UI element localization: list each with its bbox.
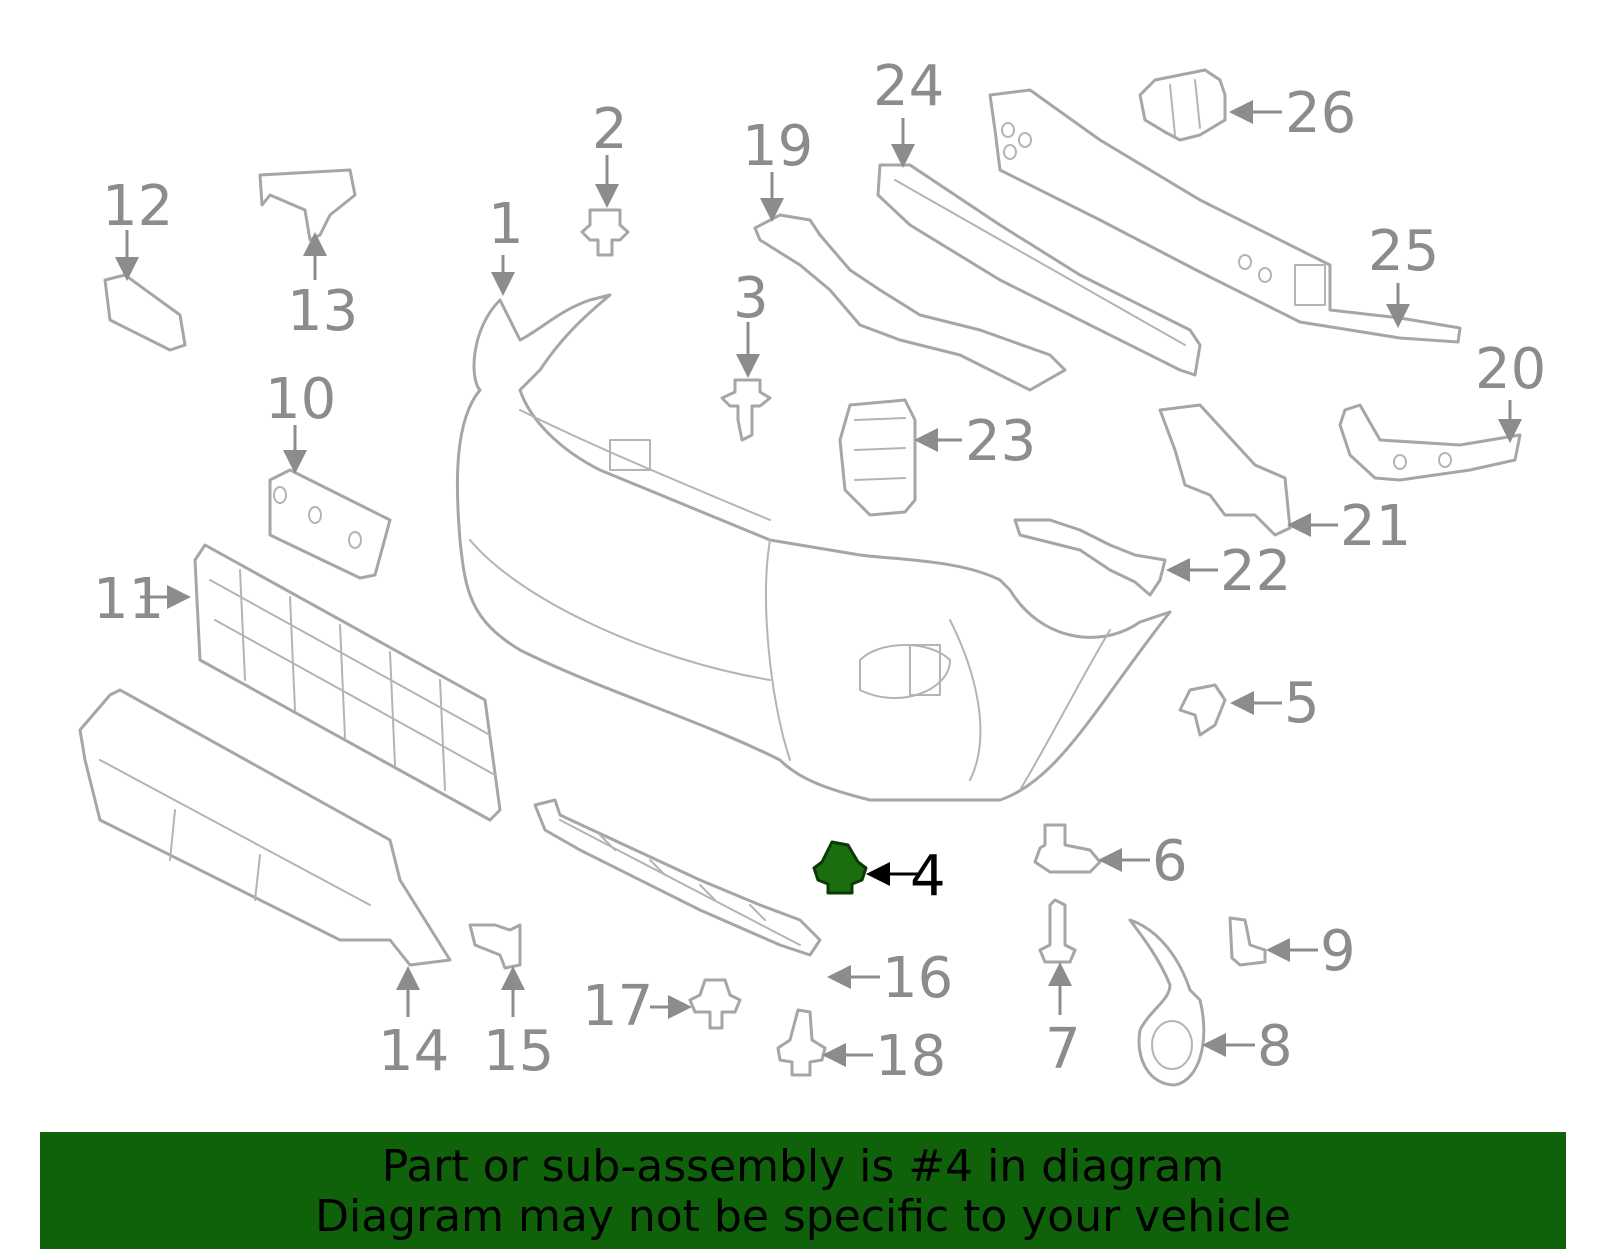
callout-2: 2 <box>592 97 628 162</box>
part-11-grille[interactable] <box>193 543 502 822</box>
callout-23: 23 <box>965 409 1036 474</box>
banner-line-2: Diagram may not be specific to your vehi… <box>315 1191 1291 1242</box>
part-12-cover[interactable] <box>103 273 187 352</box>
part-16-lower-panel[interactable] <box>533 798 822 957</box>
part-3-clip[interactable] <box>720 378 772 442</box>
callout-24: 24 <box>873 54 944 119</box>
part-8-fog-bezel[interactable] <box>1128 918 1206 1087</box>
part-22-bracket[interactable] <box>1013 518 1167 597</box>
callout-7: 7 <box>1045 1017 1081 1082</box>
callout-11: 11 <box>93 567 164 632</box>
part-6-clip[interactable] <box>1033 823 1102 874</box>
part-2-clip[interactable] <box>580 208 630 257</box>
callout-12: 12 <box>102 174 173 239</box>
callout-4-highlighted: 4 <box>910 844 946 909</box>
callout-21: 21 <box>1340 494 1411 559</box>
callout-22: 22 <box>1220 539 1291 604</box>
callout-5: 5 <box>1284 671 1320 736</box>
callout-18: 18 <box>875 1024 946 1089</box>
parts-diagram: 1 2 3 4 5 6 7 8 9 10 11 12 13 14 15 16 1… <box>78 54 1546 1089</box>
callout-labels: 1 2 3 4 5 6 7 8 9 10 11 12 13 14 15 16 1… <box>93 54 1546 1089</box>
info-banner: Part or sub-assembly is #4 in diagram Di… <box>40 1132 1566 1249</box>
callout-6: 6 <box>1152 829 1188 894</box>
callout-16: 16 <box>882 946 953 1011</box>
part-4-clip-highlighted[interactable] <box>812 840 868 895</box>
part-18-bolt[interactable] <box>776 1008 827 1077</box>
callout-3: 3 <box>733 266 769 331</box>
part-9-clip[interactable] <box>1228 916 1267 967</box>
part-23-duct[interactable] <box>838 398 917 517</box>
callout-20: 20 <box>1475 337 1546 402</box>
part-17-clip[interactable] <box>688 978 742 1030</box>
part-24-absorber[interactable] <box>876 163 1202 377</box>
callout-1: 1 <box>488 192 524 257</box>
callout-14: 14 <box>378 1019 449 1084</box>
callout-17: 17 <box>582 974 653 1039</box>
banner-line-1: Part or sub-assembly is #4 in diagram <box>381 1141 1225 1192</box>
part-7-bolt[interactable] <box>1038 898 1077 964</box>
part-10-license-bracket[interactable] <box>268 468 392 580</box>
callout-15: 15 <box>483 1019 554 1084</box>
part-26-extension[interactable] <box>1138 68 1227 142</box>
part-20-bracket[interactable] <box>1338 403 1522 482</box>
callout-8: 8 <box>1257 1014 1293 1079</box>
part-1-bumper-cover[interactable] <box>455 293 1172 802</box>
part-15-clip[interactable] <box>468 923 522 970</box>
part-14-skid-plate[interactable] <box>78 688 452 967</box>
callout-25: 25 <box>1368 219 1439 284</box>
part-13-bracket[interactable] <box>258 168 357 242</box>
callout-19: 19 <box>742 114 813 179</box>
part-25-reinforcement[interactable] <box>988 88 1462 344</box>
part-19-retainer[interactable] <box>753 213 1067 392</box>
callout-10: 10 <box>265 367 336 432</box>
callout-13: 13 <box>287 279 358 344</box>
part-5-bracket[interactable] <box>1178 683 1227 737</box>
callout-9: 9 <box>1320 919 1356 984</box>
part-21-bracket[interactable] <box>1158 403 1292 537</box>
callout-26: 26 <box>1285 81 1356 146</box>
callout-arrows <box>115 100 1522 1067</box>
